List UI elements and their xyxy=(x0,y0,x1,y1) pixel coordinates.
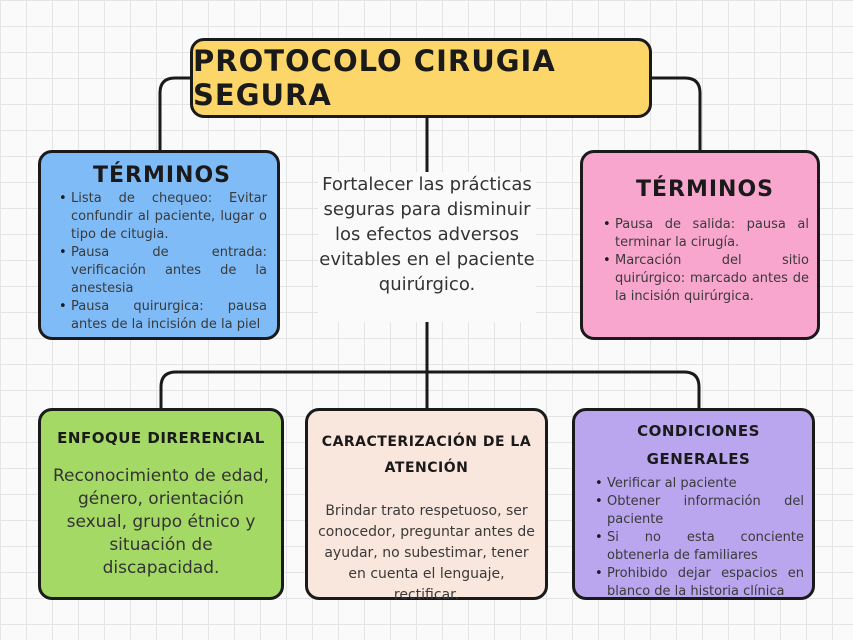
connector-title-left xyxy=(158,76,190,150)
conditions-box: CONDICIONES GENERALES Verificar al pacie… xyxy=(572,408,815,600)
title-box: PROTOCOLO CIRUGIA SEGURA xyxy=(190,38,652,118)
approach-text: Reconocimiento de edad, género, orientac… xyxy=(52,466,269,578)
terms-right-box: TÉRMINOS Pausa de salida: pausa al termi… xyxy=(580,150,820,340)
list-item: Pausa de entrada: verificación antes de … xyxy=(59,244,267,298)
conditions-heading: CONDICIONES GENERALES xyxy=(637,422,760,468)
terms-right-heading: TÉRMINOS xyxy=(635,177,774,202)
list-item: Si no esta conciente obtenerla de famili… xyxy=(595,529,804,565)
list-item: Obtener información del paciente xyxy=(595,493,804,529)
page-title: PROTOCOLO CIRUGIA SEGURA xyxy=(193,44,556,112)
care-box: CARACTERIZACIÓN DE LA ATENCIÓN Brindar t… xyxy=(305,408,548,603)
terms-right-list: Pausa de salida: pausa al terminar la ci… xyxy=(601,216,809,306)
list-item: Lista de chequeo: Evitar confundir al pa… xyxy=(59,190,267,244)
approach-box: ENFOQUE DIRERENCIAL Reconocimiento de ed… xyxy=(38,408,284,600)
list-item: Prohibido dejar espacios en blanco de la… xyxy=(595,565,804,601)
objective-text: Fortalecer las prácticas seguras para di… xyxy=(318,172,536,322)
care-heading: CARACTERIZACIÓN DE LA ATENCIÓN xyxy=(321,434,532,476)
terms-left-box: TÉRMINOS Lista de chequeo: Evitar confun… xyxy=(38,150,280,340)
terms-left-list: Lista de chequeo: Evitar confundir al pa… xyxy=(57,190,267,334)
connector-title-right xyxy=(652,76,702,150)
care-text: Brindar trato respetuoso, ser conocedor,… xyxy=(318,503,535,603)
list-item: Verificar al paciente xyxy=(595,475,804,493)
approach-heading: ENFOQUE DIRERENCIAL xyxy=(57,429,265,447)
terms-left-heading: TÉRMINOS xyxy=(92,163,231,188)
conditions-list: Verificar al paciente Obtener informació… xyxy=(593,475,804,601)
list-item: Marcación del sitio quirúrgico: marcado … xyxy=(603,252,809,306)
list-item: Pausa de salida: pausa al terminar la ci… xyxy=(603,216,809,252)
connector-bottom-bar xyxy=(159,370,701,408)
list-item: Pausa quirurgica: pausa antes de la inci… xyxy=(59,298,267,334)
